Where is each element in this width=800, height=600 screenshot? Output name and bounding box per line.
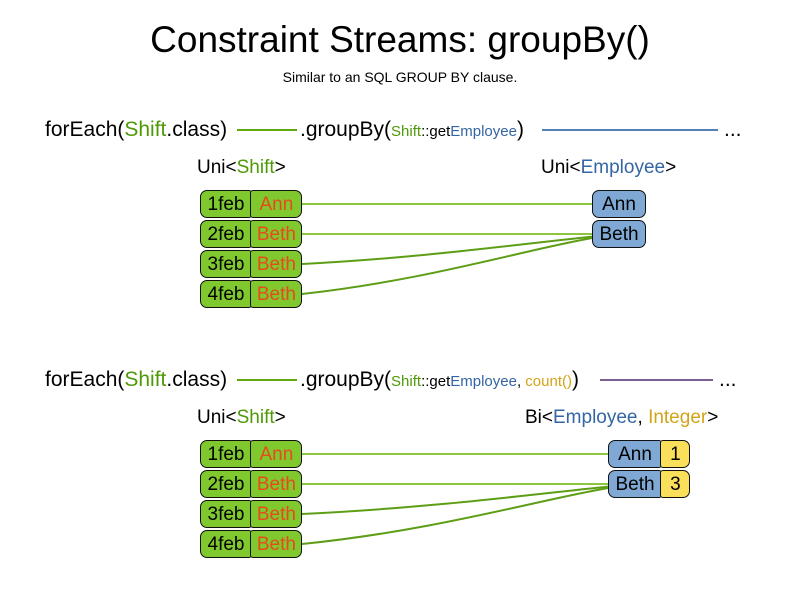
employee-name-cell: Beth <box>608 470 662 498</box>
group-by-suffix: ) <box>516 118 524 141</box>
left-type-label-basic: Uni<Shift> <box>197 155 286 181</box>
right-type-generic: Employee <box>553 407 638 428</box>
for-each-expression: forEach(Shift.class) <box>45 365 227 395</box>
for-each-prefix: forEach( <box>45 118 125 141</box>
right-type-label-basic: Uni<Employee> <box>541 155 676 181</box>
left-type-prefix: Uni< <box>197 157 237 178</box>
collector-count: count() <box>525 373 572 390</box>
group-by-suffix: ) <box>571 368 579 391</box>
shift-employee-cell: Beth <box>250 280 303 308</box>
shift-employee-cell: Ann <box>250 190 303 218</box>
shift-date-cell: 2feb <box>200 220 252 248</box>
pipeline-ellipsis: ... <box>719 368 737 391</box>
connector-rule-foreach-groupby <box>237 129 297 131</box>
right-type-label-count: Bi<Employee, Integer> <box>525 405 718 431</box>
employee-name-cell: Beth <box>592 220 646 248</box>
right-type-prefix: Bi< <box>525 407 553 428</box>
left-type-generic: Shift <box>236 407 275 428</box>
connector-rule-groupby-next <box>600 379 713 381</box>
shift-date-cell: 3feb <box>200 500 252 528</box>
page-title: Constraint Streams: groupBy() <box>150 19 650 60</box>
right-type-suffix: > <box>665 157 677 178</box>
shift-date-cell: 1feb <box>200 190 252 218</box>
shift-row[interactable]: 1feb Ann <box>200 190 303 218</box>
shift-date-cell: 1feb <box>200 440 252 468</box>
shift-row[interactable]: 1feb Ann <box>200 440 303 468</box>
shift-date-cell: 3feb <box>200 250 252 278</box>
right-type-separator: , <box>637 407 649 428</box>
page-subtitle: Similar to an SQL GROUP BY clause. <box>282 69 518 85</box>
shift-date-cell: 2feb <box>200 470 252 498</box>
employee-count-row[interactable]: Beth 3 <box>608 470 691 498</box>
mapper-type: Shift <box>391 373 422 390</box>
connector-rule-foreach-groupby <box>237 379 297 381</box>
shift-row[interactable]: 4feb Beth <box>200 280 303 308</box>
for-each-type: Shift <box>124 118 167 141</box>
pipeline-groupby-basic: forEach(Shift.class) .groupBy(Shift::get… <box>0 115 800 145</box>
for-each-prefix: forEach( <box>45 368 125 391</box>
left-type-prefix: Uni< <box>197 407 237 428</box>
shift-row[interactable]: 3feb Beth <box>200 250 303 278</box>
group-by-expression: .groupBy(Shift::getEmployee) <box>300 115 524 147</box>
shift-row[interactable]: 2feb Beth <box>200 470 303 498</box>
shift-employee-cell: Beth <box>250 220 303 248</box>
shift-employee-cell: Beth <box>250 470 303 498</box>
shift-employee-cell: Ann <box>250 440 303 468</box>
right-type-suffix: > <box>707 407 719 428</box>
pipeline-ellipsis: ... <box>724 118 742 141</box>
shift-row[interactable]: 4feb Beth <box>200 530 303 558</box>
employee-row[interactable]: Ann <box>592 190 646 218</box>
mapper-property: Employee <box>450 373 517 390</box>
shift-row[interactable]: 3feb Beth <box>200 500 303 528</box>
mapper-comma: , <box>516 373 526 390</box>
mapper-type: Shift <box>391 123 422 140</box>
shift-date-cell: 4feb <box>200 280 252 308</box>
for-each-suffix: .class) <box>166 368 228 391</box>
shift-employee-cell: Beth <box>250 500 303 528</box>
for-each-type: Shift <box>124 368 167 391</box>
shift-employee-cell: Beth <box>250 250 303 278</box>
employee-count-row[interactable]: Ann 1 <box>608 440 691 468</box>
employee-row[interactable]: Beth <box>592 220 646 248</box>
right-type-generic-2: Integer <box>648 407 708 428</box>
shift-date-cell: 4feb <box>200 530 252 558</box>
left-type-label-count: Uni<Shift> <box>197 405 286 431</box>
employee-name-cell: Ann <box>608 440 662 468</box>
shift-employee-cell: Beth <box>250 530 303 558</box>
employee-count-cell: 3 <box>660 470 691 498</box>
group-by-prefix: .groupBy( <box>300 118 392 141</box>
employee-count-cell: 1 <box>660 440 691 468</box>
mapper-separator: ::get <box>421 373 451 390</box>
mapper-separator: ::get <box>421 123 451 140</box>
group-by-expression: .groupBy(Shift::getEmployee, count()) <box>300 365 579 397</box>
right-type-prefix: Uni< <box>541 157 581 178</box>
group-by-prefix: .groupBy( <box>300 368 392 391</box>
connector-rule-groupby-next <box>542 129 718 131</box>
for-each-expression: forEach(Shift.class) <box>45 115 227 145</box>
mapper-property: Employee <box>450 123 517 140</box>
for-each-suffix: .class) <box>166 118 228 141</box>
left-type-generic: Shift <box>236 157 275 178</box>
left-type-suffix: > <box>274 407 286 428</box>
left-type-suffix: > <box>274 157 286 178</box>
pipeline-groupby-count: forEach(Shift.class) .groupBy(Shift::get… <box>0 365 800 395</box>
right-type-generic: Employee <box>580 157 666 178</box>
shift-row[interactable]: 2feb Beth <box>200 220 303 248</box>
employee-name-cell: Ann <box>592 190 646 218</box>
